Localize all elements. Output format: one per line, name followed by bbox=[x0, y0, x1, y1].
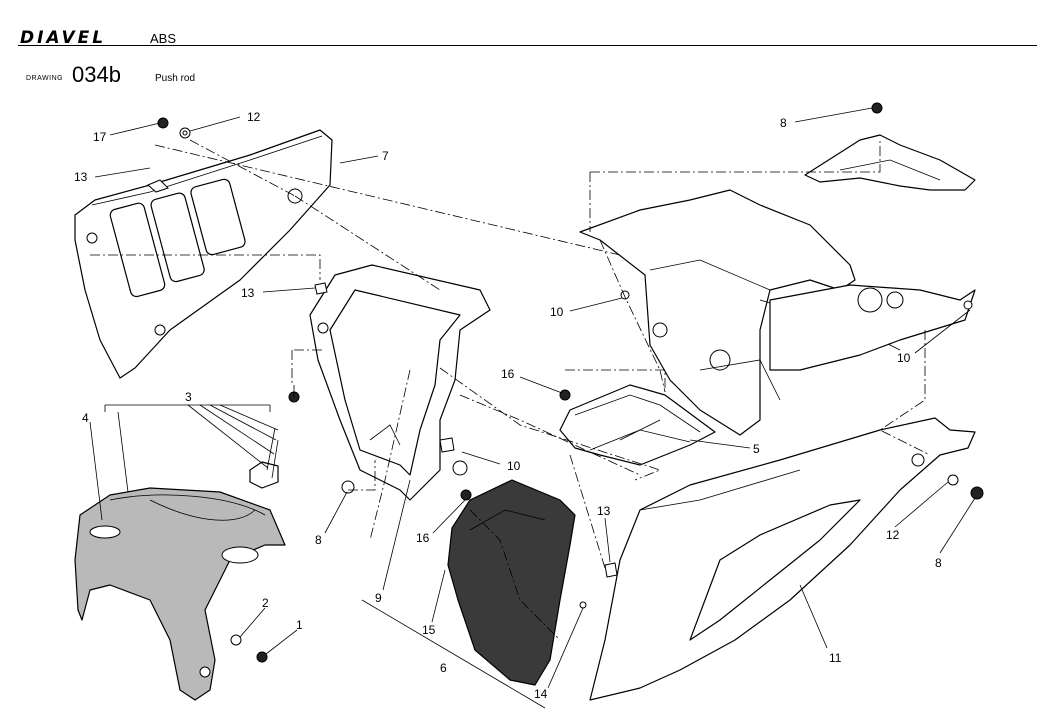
callout-11: 11 bbox=[829, 651, 842, 665]
callout-10-left: 10 bbox=[550, 305, 564, 319]
callout-13-top: 13 bbox=[74, 170, 88, 184]
drawing-title: Push rod bbox=[155, 73, 196, 84]
callout-1: 1 bbox=[296, 618, 303, 632]
alignment-lines bbox=[90, 139, 931, 641]
callout-9: 9 bbox=[375, 591, 382, 605]
callout-8-left: 8 bbox=[315, 533, 322, 547]
callout-12-top: 12 bbox=[247, 110, 261, 124]
callout-12-right: 12 bbox=[886, 528, 900, 542]
model-variant: ABS bbox=[150, 31, 177, 46]
callout-5: 5 bbox=[753, 442, 760, 456]
drawing-number: 034b bbox=[72, 62, 121, 87]
front-guard-part-4[interactable] bbox=[74, 461, 286, 701]
drawing-header: DIAVEL ABS DRAWING 034b Push rod bbox=[0, 0, 1050, 87]
header-divider bbox=[18, 45, 1037, 46]
callout-10-mid: 10 bbox=[507, 459, 521, 473]
callout-8-top: 8 bbox=[780, 116, 787, 130]
subframe-assembly[interactable] bbox=[579, 189, 976, 436]
side-panel-part-7[interactable] bbox=[74, 129, 333, 379]
callout-14: 14 bbox=[534, 687, 548, 701]
frame-part-9[interactable] bbox=[309, 264, 491, 501]
hardware-fasteners bbox=[147, 102, 984, 663]
leader-lines bbox=[89, 107, 976, 709]
callout-labels: 1 2 3 4 5 6 7 8 8 8 9 10 10 10 11 12 12 … bbox=[74, 110, 942, 701]
callout-15: 15 bbox=[422, 623, 436, 637]
callout-16-top: 16 bbox=[501, 367, 515, 381]
inner-panel-part-15[interactable] bbox=[447, 479, 576, 686]
callout-13-right: 13 bbox=[597, 504, 611, 518]
drawing-label: DRAWING bbox=[26, 75, 64, 82]
callout-7: 7 bbox=[382, 149, 389, 163]
callout-2: 2 bbox=[262, 596, 269, 610]
tray-part-5[interactable] bbox=[559, 384, 716, 466]
callout-17: 17 bbox=[93, 130, 107, 144]
side-panel-part-11[interactable] bbox=[589, 417, 976, 701]
brand-logo: DIAVEL bbox=[20, 28, 107, 48]
callout-8-right: 8 bbox=[935, 556, 942, 570]
callout-6: 6 bbox=[440, 661, 447, 675]
callout-10-right: 10 bbox=[897, 351, 911, 365]
callout-4: 4 bbox=[82, 411, 89, 425]
rear-bracket[interactable] bbox=[804, 134, 976, 191]
callout-16-bottom: 16 bbox=[416, 531, 430, 545]
callout-3: 3 bbox=[185, 390, 192, 404]
callout-13-mid: 13 bbox=[241, 286, 255, 300]
